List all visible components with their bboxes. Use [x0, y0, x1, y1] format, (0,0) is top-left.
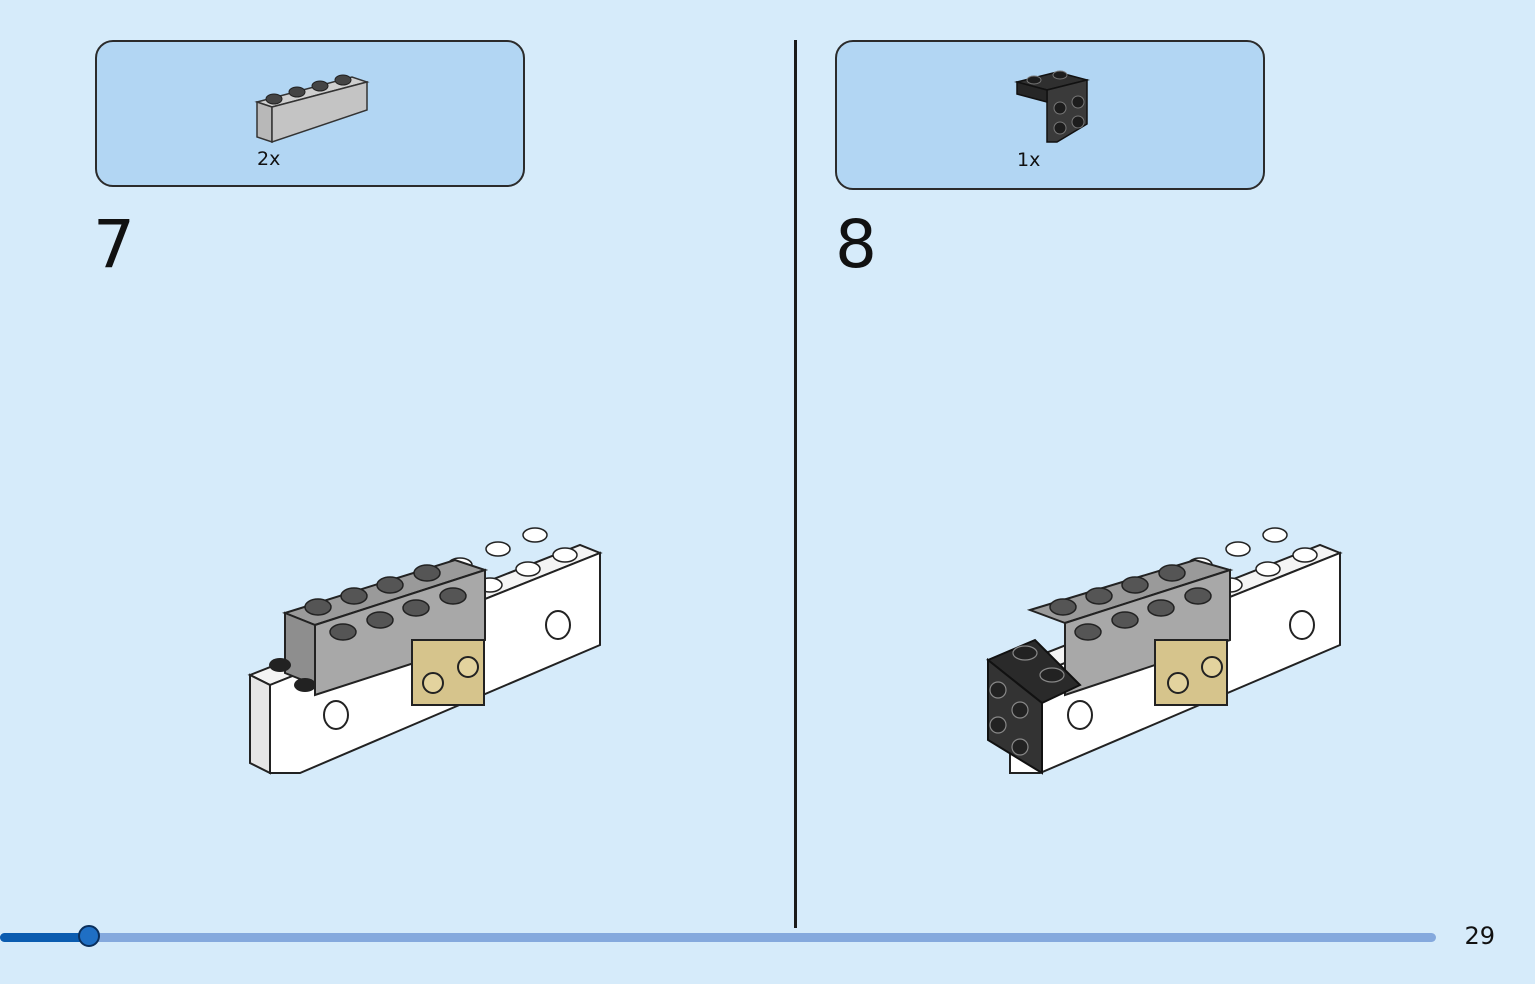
page-number: 29	[1464, 922, 1495, 950]
step-8-model-illustration	[986, 527, 1343, 775]
step-7-parts-box: 2x	[95, 40, 525, 187]
step-number: 7	[93, 206, 135, 283]
step-7-model-illustration	[247, 527, 603, 775]
gray-1x4-brick-icon	[254, 74, 370, 144]
page-divider	[794, 40, 797, 928]
progress-knob	[78, 925, 100, 947]
progress-track	[0, 933, 1436, 942]
part-quantity: 1x	[1017, 149, 1041, 171]
step-8-parts-box: 1x	[835, 40, 1265, 190]
part-quantity: 2x	[257, 148, 281, 170]
black-2x2-angle-plate-icon	[1014, 70, 1090, 143]
step-number: 8	[835, 206, 877, 283]
progress-fill	[0, 933, 89, 942]
